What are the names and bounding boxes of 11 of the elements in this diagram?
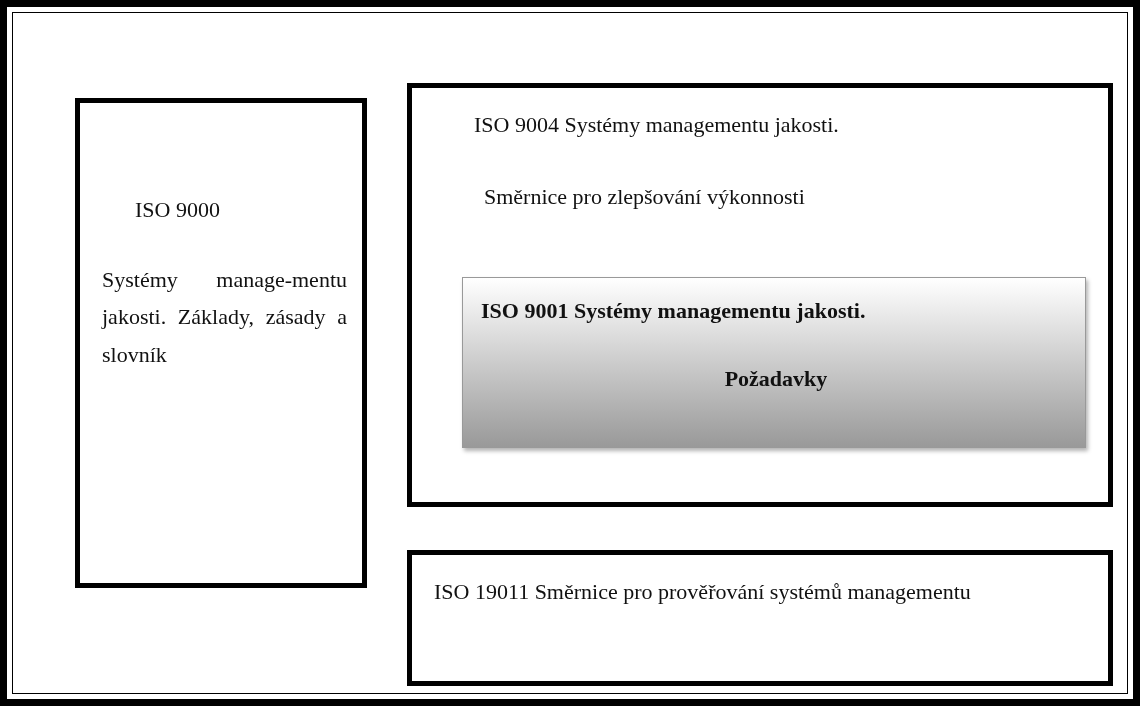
standard-box <box>462 277 1086 448</box>
box-text: ISO 19011 Směrnice pro prověřování systémů managementu <box>434 578 972 606</box>
box-heading: ISO 9000 <box>135 196 221 224</box>
box-text: Požadavky <box>723 365 829 393</box>
box-text: Systémy manage-mentu jakosti. Základy, zásady a slovník <box>102 266 347 369</box>
standard-box <box>407 83 1113 507</box>
box-heading: ISO 9004 Systémy managementu jakosti. <box>474 111 840 139</box>
box-heading: ISO 9001 Systémy managementu jakosti. <box>481 297 867 325</box>
standard-box <box>407 550 1113 686</box>
box-text: Směrnice pro zlepšování výkonnosti <box>484 183 806 211</box>
standard-box <box>75 98 367 588</box>
